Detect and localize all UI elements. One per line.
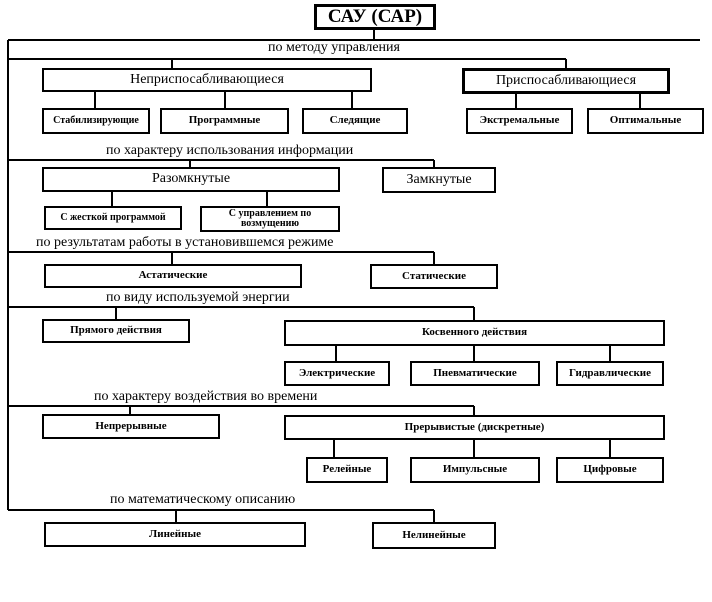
node-indirect-action: Косвенного действия [284, 320, 665, 346]
node-disturbance-control: С управлением по возмущению [200, 206, 340, 232]
node-electric: Электрические [284, 361, 390, 386]
category-method-label: по методу управления [266, 40, 402, 55]
category-energy-label: по виду используемой энергии [104, 290, 292, 305]
node-non-adaptive: Неприспосабливающиеся [42, 68, 372, 92]
node-pneumatic: Пневматические [410, 361, 540, 386]
node-direct-action: Прямого действия [42, 319, 190, 343]
category-info-label: по характеру использования информации [104, 143, 356, 158]
node-open-loop: Разомкнутые [42, 167, 340, 192]
node-astatic: Астатические [44, 264, 302, 288]
category-steady-label: по результатам работы в установившемся р… [34, 235, 336, 250]
node-linear: Линейные [44, 522, 306, 547]
node-rigid-program: С жесткой программой [44, 206, 182, 230]
node-static: Статические [370, 264, 498, 289]
diagram-title: САУ (САР) [314, 4, 436, 30]
node-hydraulic: Гидравлические [556, 361, 664, 386]
node-stabilizing: Стабилизирующие [42, 108, 150, 134]
node-optimal: Оптимальные [587, 108, 704, 134]
category-math-label: по математическому описанию [108, 492, 298, 507]
node-programmed: Программные [160, 108, 289, 134]
node-pulse: Импульсные [410, 457, 540, 483]
node-relay: Релейные [306, 457, 388, 483]
node-nonlinear: Нелинейные [372, 522, 496, 549]
node-adaptive: Приспосабливающиеся [462, 68, 670, 94]
node-extremal: Экстремальные [466, 108, 573, 134]
node-closed-loop: Замкнутые [382, 167, 496, 193]
node-tracking: Следящие [302, 108, 408, 134]
node-digital: Цифровые [556, 457, 664, 483]
node-continuous: Непрерывные [42, 414, 220, 439]
node-discrete: Прерывистые (дискретные) [284, 415, 665, 440]
category-time-label: по характеру воздействия во времени [92, 389, 320, 404]
